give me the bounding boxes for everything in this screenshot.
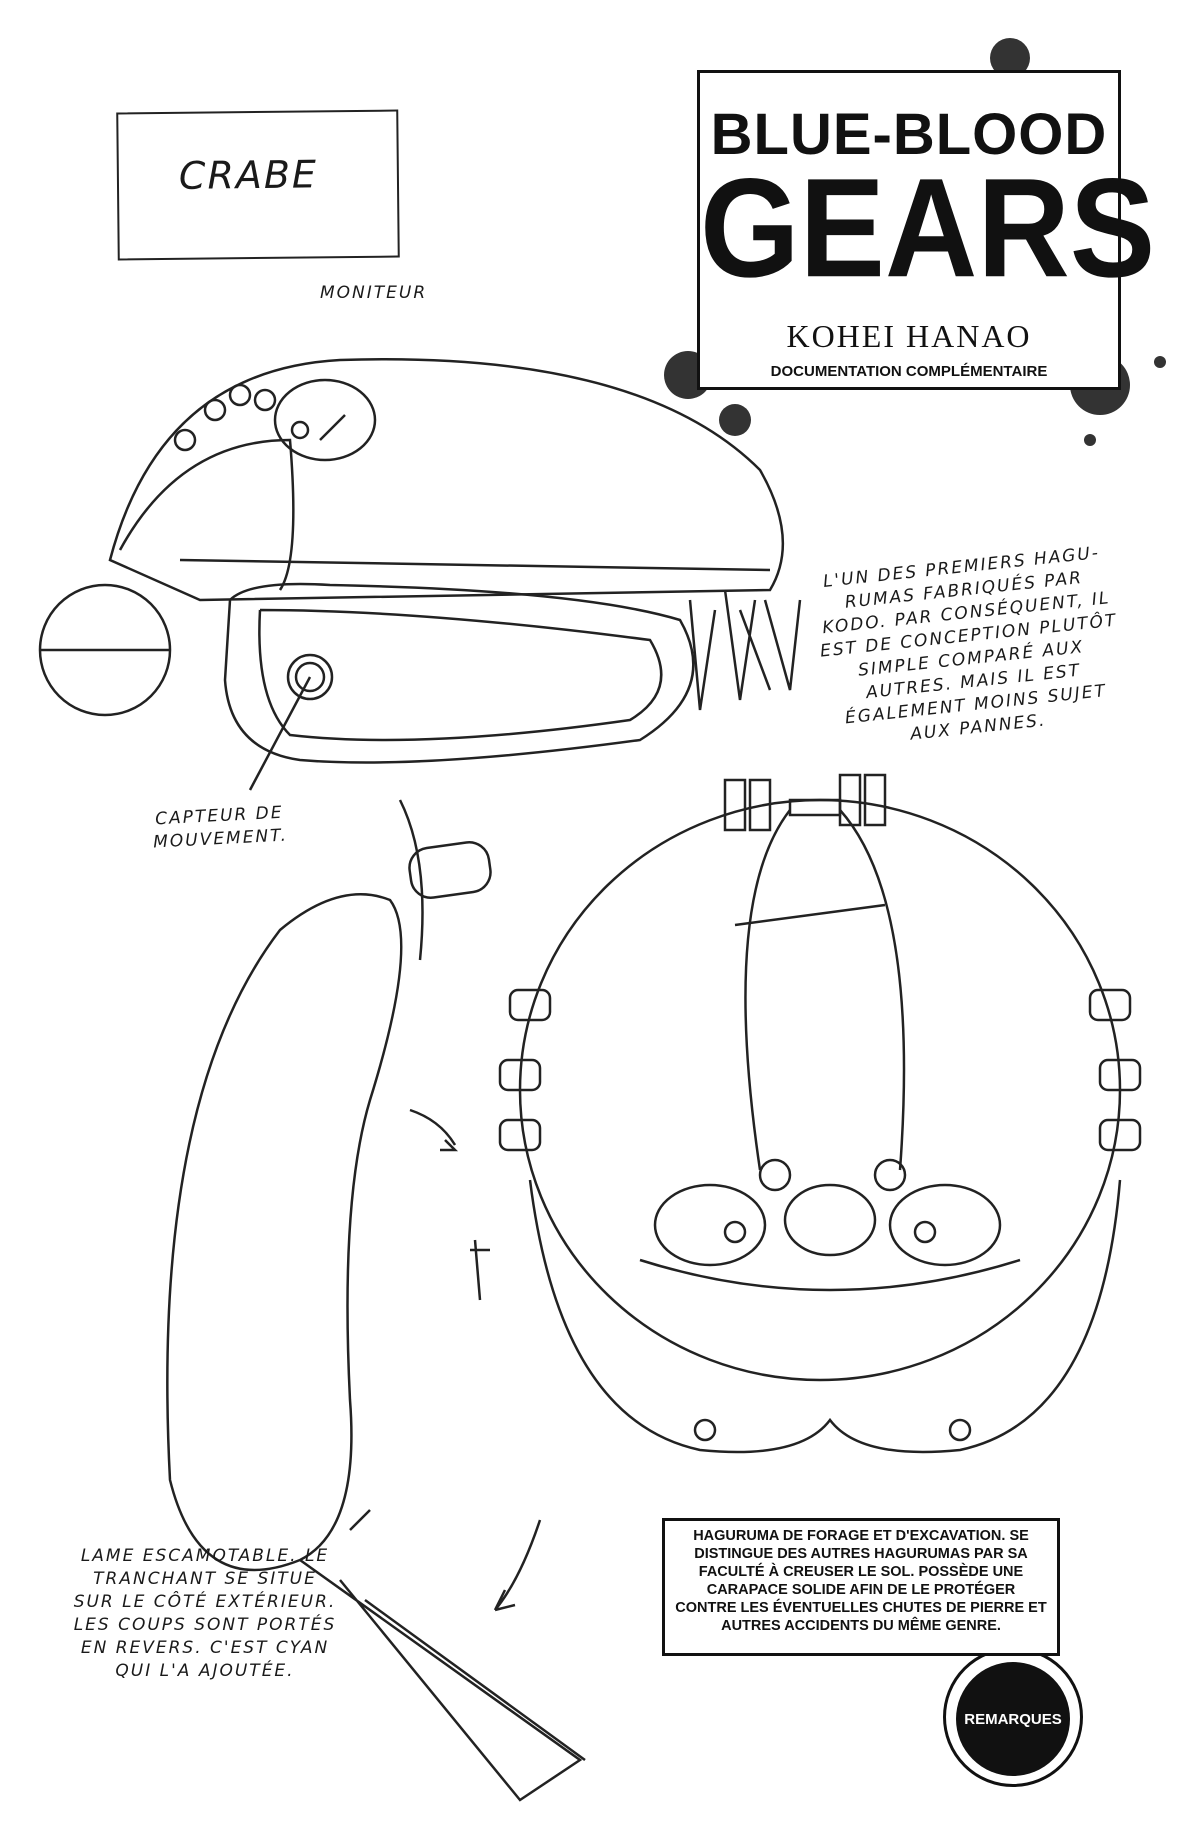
section-label-box: CRABE — [116, 109, 400, 261]
description-note: L'UN DES PREMIERS HAGU-RUMAS FABRIQUÉS P… — [819, 542, 1119, 745]
remarks-box: HAGURUMA DE FORAGE ET D'EXCAVATION. SE D… — [662, 1518, 1060, 1656]
remarks-badge: REMARQUES — [956, 1662, 1070, 1776]
series-title-line1: BLUE-BLOOD — [710, 102, 1108, 167]
crab-side-view — [38, 358, 802, 791]
series-title-box: BLUE-BLOOD GEARS KOHEI HANAO DOCUMENTATI… — [697, 70, 1156, 390]
crab-arm-view — [166, 799, 586, 1802]
subtitle: DOCUMENTATION COMPLÉMENTAIRE — [770, 363, 1048, 380]
crab-top-view — [498, 773, 1142, 1454]
monitor-label: MONITEUR — [320, 283, 428, 303]
series-title-line2: GEARS — [700, 149, 1156, 308]
blade-note: LAME ESCAMOTABLE. LE TRANCHANT SE SITUE … — [73, 1546, 337, 1681]
author-name: KOHEI HANAO — [786, 318, 1032, 354]
section-label: CRABE — [178, 152, 319, 198]
remarks-text: HAGURUMA DE FORAGE ET D'EXCAVATION. SE D… — [675, 1528, 1047, 1634]
